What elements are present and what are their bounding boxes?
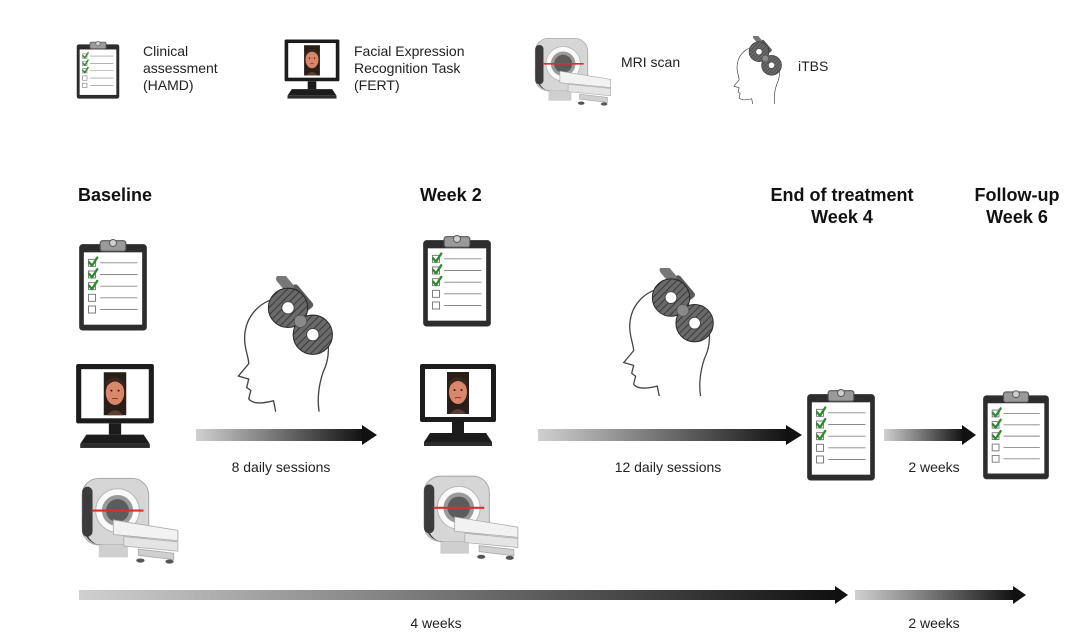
label-followup-2-weeks: 2 weeks	[908, 459, 960, 475]
phase-end-of-treatment: End of treatment Week 4	[770, 185, 914, 227]
baseline-monitor-face-icon	[75, 363, 155, 449]
phase-week-2: Week 2	[420, 185, 482, 205]
label-12-daily-sessions: 12 daily sessions	[614, 459, 722, 475]
phase-follow-up: Follow-up Week 6	[974, 185, 1060, 227]
arrow-8-sessions	[196, 425, 377, 445]
baseline-clipboard-icon	[78, 238, 148, 332]
label-timeline-2-weeks: 2 weeks	[908, 615, 960, 631]
timeline-arrow-2-weeks	[855, 586, 1026, 604]
arrow-followup	[884, 425, 976, 445]
label-timeline-4-weeks: 4 weeks	[410, 615, 462, 631]
timeline-arrow-4-weeks	[79, 586, 848, 604]
week4-clipboard-icon	[806, 388, 876, 482]
week2-clipboard-icon	[422, 234, 492, 328]
legend-clipboard-icon	[76, 40, 120, 100]
itbs-head-coil-icon-2	[623, 268, 714, 396]
legend-label-clinical-assessment: Clinical assessment (HAMD)	[143, 43, 218, 93]
legend-mri-scanner-icon	[534, 37, 612, 107]
label-8-daily-sessions: 8 daily sessions	[231, 459, 331, 475]
week6-clipboard-icon	[982, 389, 1050, 481]
phase-baseline: Baseline	[78, 185, 153, 205]
week2-mri-scanner-icon	[423, 475, 519, 561]
week2-monitor-face-icon	[419, 363, 497, 447]
baseline-mri-scanner-icon	[81, 477, 179, 565]
legend-head-coil-icon	[733, 36, 782, 104]
legend-label-mri-scan: MRI scan	[621, 54, 681, 70]
legend-monitor-face-icon	[284, 39, 340, 99]
itbs-head-coil-icon-1	[237, 276, 334, 412]
arrow-12-sessions	[538, 425, 802, 445]
legend-label-itbs: iTBS	[798, 58, 829, 74]
legend-label-fert: Facial Expression Recognition Task (FERT…	[354, 43, 465, 93]
